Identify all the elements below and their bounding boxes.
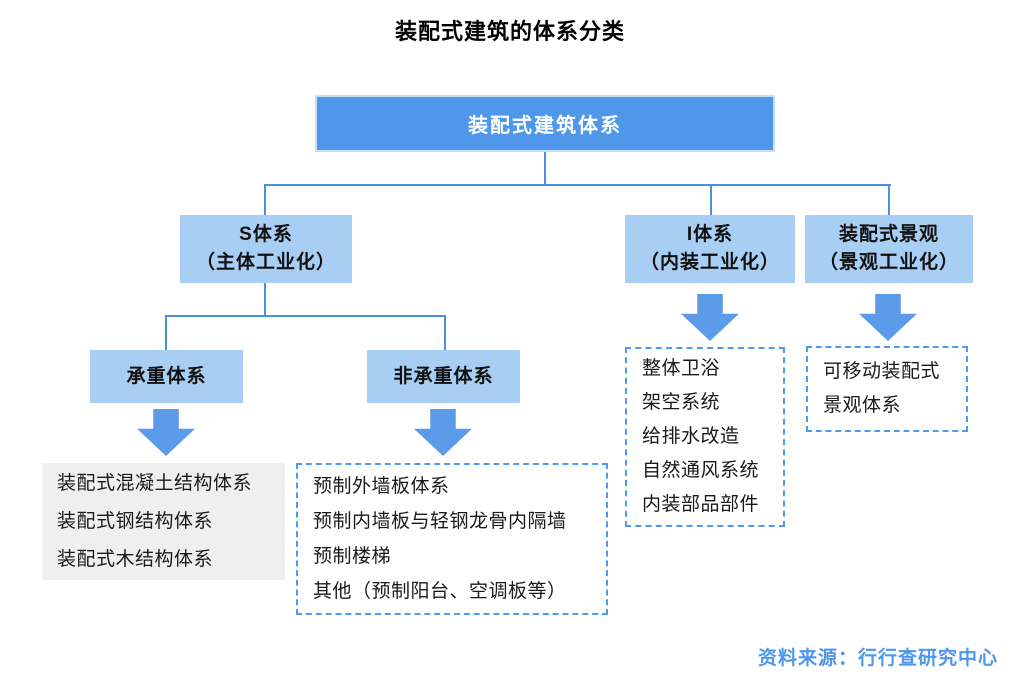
leaf-line: 整体卫浴 bbox=[642, 358, 721, 379]
leaf-line: 预制楼梯 bbox=[313, 546, 392, 567]
node-nonbearing-system-label: 非承重体系 bbox=[393, 366, 494, 387]
leaf-line: 预制外墙板体系 bbox=[313, 476, 450, 497]
leaf-line: 景观体系 bbox=[823, 395, 902, 416]
connector-drop-landscape bbox=[888, 186, 890, 215]
connector-main-horizontal bbox=[264, 184, 891, 186]
leaf-line: 其他（预制阳台、空调板等） bbox=[313, 581, 567, 602]
node-bearing-system-label: 承重体系 bbox=[126, 366, 207, 387]
leaf-line: 装配式混凝土结构体系 bbox=[57, 472, 253, 494]
down-block-arrow-icon bbox=[137, 409, 195, 456]
connector-root-down bbox=[544, 152, 546, 185]
node-landscape-line2: （景观工业化） bbox=[818, 252, 959, 273]
connector-drop-nonbearing bbox=[444, 317, 446, 350]
leaf-line: 内装部品部件 bbox=[642, 494, 760, 515]
leaf-line: 可移动装配式 bbox=[823, 361, 941, 382]
connector-drop-bearing bbox=[165, 317, 167, 350]
node-root-label: 装配式建筑体系 bbox=[468, 115, 622, 137]
down-block-arrow-icon bbox=[414, 409, 472, 456]
down-block-arrow-icon bbox=[859, 294, 917, 341]
node-nonbearing-system: 非承重体系 bbox=[367, 350, 520, 403]
leaf-line: 自然通风系统 bbox=[642, 460, 760, 481]
node-root: 装配式建筑体系 bbox=[315, 95, 775, 152]
down-block-arrow-icon bbox=[681, 294, 739, 341]
leaf-line: 预制内墙板与轻钢龙骨内隔墙 bbox=[313, 511, 567, 532]
leaf-line: 架空系统 bbox=[642, 392, 721, 413]
leaf-box-bearing-types: 装配式混凝土结构体系 装配式钢结构体系 装配式木结构体系 bbox=[42, 463, 285, 580]
node-s-system-line1: S体系 bbox=[239, 224, 293, 245]
page-title: 装配式建筑的体系分类 bbox=[394, 19, 625, 44]
connector-s-horizontal bbox=[165, 315, 446, 317]
leaf-line: 装配式钢结构体系 bbox=[57, 510, 214, 532]
data-source-credit: 资料来源：行行查研究中心 bbox=[757, 648, 998, 669]
node-i-system-line1: I体系 bbox=[686, 224, 734, 245]
leaf-line: 给排水改造 bbox=[642, 426, 740, 447]
connector-drop-s bbox=[264, 186, 266, 215]
connector-drop-i bbox=[710, 186, 712, 215]
node-s-system-line2: （主体工业化） bbox=[195, 252, 336, 273]
leaf-box-landscape-items: 可移动装配式 景观体系 bbox=[806, 346, 968, 432]
node-landscape: 装配式景观 （景观工业化） bbox=[805, 215, 973, 283]
node-i-system-line2: （内装工业化） bbox=[639, 252, 780, 273]
node-i-system: I体系 （内装工业化） bbox=[625, 215, 795, 283]
node-s-system: S体系 （主体工业化） bbox=[180, 215, 352, 283]
node-bearing-system: 承重体系 bbox=[90, 350, 243, 403]
leaf-line: 装配式木结构体系 bbox=[57, 548, 214, 570]
leaf-box-nonbearing-types: 预制外墙板体系 预制内墙板与轻钢龙骨内隔墙 预制楼梯 其他（预制阳台、空调板等） bbox=[296, 463, 608, 615]
leaf-box-interior-items: 整体卫浴 架空系统 给排水改造 自然通风系统 内装部品部件 bbox=[625, 347, 785, 527]
node-landscape-line1: 装配式景观 bbox=[838, 224, 939, 245]
connector-s-down bbox=[264, 283, 266, 316]
